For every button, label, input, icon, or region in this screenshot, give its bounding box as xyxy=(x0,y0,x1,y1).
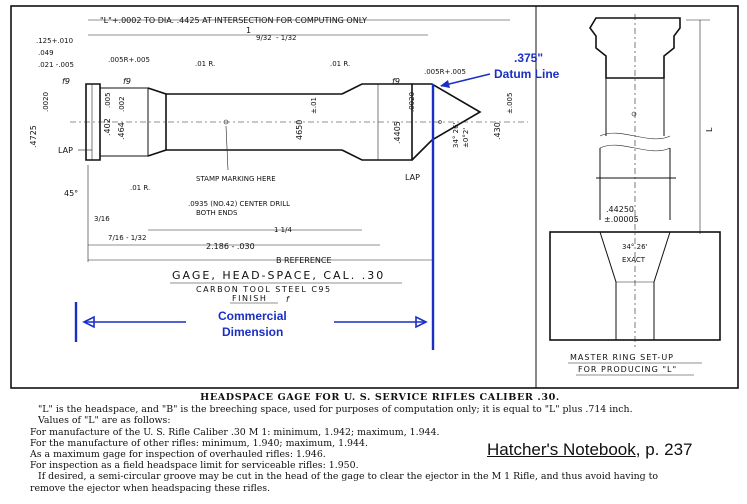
source-book-title: Hatcher's Notebook xyxy=(487,440,636,459)
dim-430: .430 xyxy=(493,122,502,140)
drawing-frame xyxy=(10,5,739,389)
dim-45: 45° xyxy=(64,189,78,198)
drawing-material: CARBON TOOL STEEL C95 xyxy=(196,285,332,294)
dim-4405: .4405 xyxy=(393,121,402,144)
dim-01r-b: .01 R. xyxy=(330,60,350,68)
caption-line: remove the ejector when headspacing thes… xyxy=(30,482,271,494)
commercial-label-1: Commercial xyxy=(218,309,287,323)
top-dim-text: "L"+.0002 TO DIA. .4425 AT INTERSECTION … xyxy=(100,16,367,25)
datum-line-label: Datum Line xyxy=(494,67,560,81)
source-citation: Hatcher's Notebook, p. 237 xyxy=(483,440,697,460)
dim-005r-right: .005R+.005 xyxy=(424,68,466,76)
dim-01r-a: .01 R. xyxy=(195,60,215,68)
dim-angle: 34° 26' xyxy=(452,122,460,148)
dim-021: .021 -.005 xyxy=(38,61,74,69)
dim-005r-left: .005R+.005 xyxy=(108,56,150,64)
dim-4650: 4650 xyxy=(295,120,304,140)
ring-caption-2: FOR PRODUCING "L" xyxy=(578,365,677,374)
drawing-title: GAGE, HEAD-SPACE, CAL. .30 xyxy=(172,269,385,282)
finish-symbol: f xyxy=(286,295,290,304)
dim-005-r: ±.005 xyxy=(506,93,514,114)
dim-1-value: 1 xyxy=(246,26,251,35)
caption-line: If desired, a semi-circular groove may b… xyxy=(38,471,659,483)
center-drill-2: BOTH ENDS xyxy=(196,209,238,217)
gage-body xyxy=(85,83,482,161)
dim-0020-l: .0020 xyxy=(42,92,50,112)
b-reference: B REFERENCE xyxy=(276,256,332,265)
caption-line: For manufacture of the U. S. Rifle Calib… xyxy=(30,426,440,438)
ring-exact: EXACT xyxy=(622,256,646,264)
dim-1-tol: - 1/32 xyxy=(276,34,296,42)
caption-line: For inspection as a field headspace limi… xyxy=(30,460,359,472)
drawing-finish: FINISH xyxy=(232,294,267,303)
datum-375-label: .375" xyxy=(514,51,543,65)
dim-01r-c: .01 R. xyxy=(130,184,150,192)
commercial-label-2: Dimension xyxy=(222,325,283,339)
ring-L-label: L xyxy=(705,127,714,132)
source-page: , p. 237 xyxy=(635,440,693,459)
dim-1-frac: 9/32 xyxy=(256,34,272,42)
dim-002-l: .002 xyxy=(118,96,126,112)
dim-4725: .4725 xyxy=(29,125,38,148)
dim-3-16: 3/16 xyxy=(94,215,110,223)
caption-line: "L" is the headspace, and "B" is the bre… xyxy=(38,404,633,416)
dim-0020-r: .0020 xyxy=(408,92,416,112)
dim-01-mid: ±.01 xyxy=(310,97,318,114)
ring-angle: 34° 26' xyxy=(622,243,648,251)
ring-dim-44250: .44250 xyxy=(606,205,634,214)
f9-c: f9 xyxy=(392,77,400,86)
dim-464: .464 xyxy=(117,122,126,140)
f9-b: f9 xyxy=(123,77,131,86)
dim-angle-tol: ±0°2' xyxy=(462,128,470,148)
dim-402: .402 xyxy=(103,118,112,136)
caption-line: Values of "L" are as follows: xyxy=(38,415,171,427)
dim-2186: 2.186 - .030 xyxy=(206,242,255,251)
ring-caption-1: MASTER RING SET-UP xyxy=(570,353,674,362)
caption-line: For the manufacture of other rifles: min… xyxy=(30,437,368,449)
caption-line: As a maximum gage for inspection of over… xyxy=(30,449,326,461)
stamp-note: STAMP MARKING HERE xyxy=(196,175,276,183)
dim-049: .049 xyxy=(38,49,54,57)
lap-left-label: LAP xyxy=(58,146,73,155)
dim-125: .125+.010 xyxy=(36,37,73,45)
lap-right-label: LAP xyxy=(405,173,420,182)
figure-caption: HEADSPACE GAGE FOR U. S. SERVICE RIFLES … xyxy=(30,392,730,494)
dim-005-l: .005 xyxy=(104,92,112,108)
caption-title: HEADSPACE GAGE FOR U. S. SERVICE RIFLES … xyxy=(200,392,560,403)
dim-7-16: 7/16 - 1/32 xyxy=(108,234,146,242)
f9-a: f9 xyxy=(62,77,70,86)
center-drill-1: .0935 (NO.42) CENTER DRILL xyxy=(188,200,290,208)
ring-dim-tol: ±.00005 xyxy=(604,215,639,224)
